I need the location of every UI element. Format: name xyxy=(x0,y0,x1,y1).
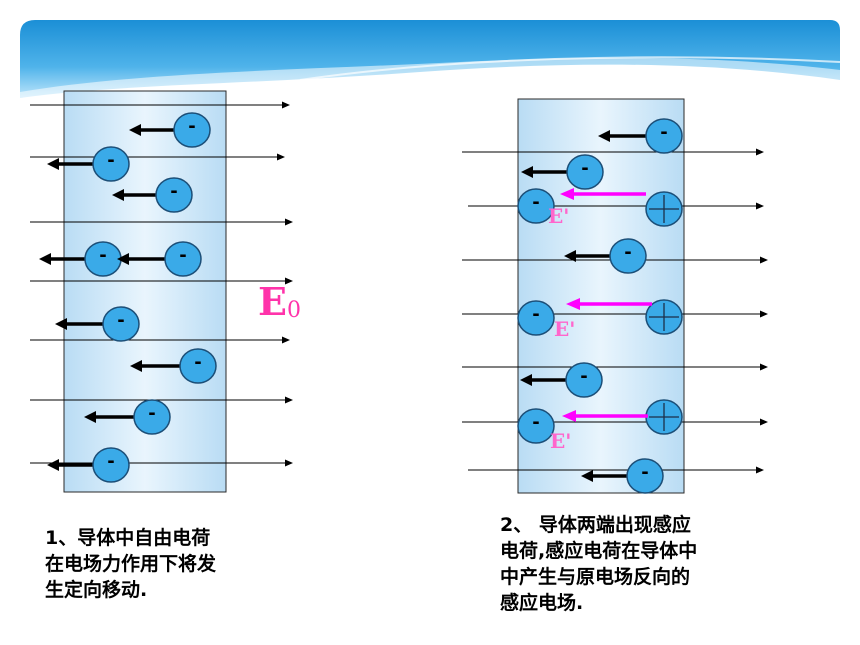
caption-panel-2: 2、 导体两端出现感应 电荷,感应电荷在导体中 中产生与原电场反向的 感应电场. xyxy=(500,514,698,614)
field-line xyxy=(462,363,768,371)
induced-field-arrow: E' xyxy=(548,188,646,228)
charge-sign: - xyxy=(624,242,631,263)
positive-charge xyxy=(645,191,683,227)
electron: - xyxy=(47,146,130,182)
induced-field-label: E' xyxy=(548,204,569,228)
induced-field-arrow: E' xyxy=(554,298,652,341)
electron: - xyxy=(517,300,555,336)
charge-sign: - xyxy=(179,245,186,266)
induced-field-label: E' xyxy=(554,317,575,341)
charge-sign: - xyxy=(107,451,114,472)
charge-sign: - xyxy=(532,304,539,325)
field-line xyxy=(462,310,768,318)
electron: - xyxy=(598,118,683,154)
electron: - xyxy=(130,348,217,384)
caption-panel-1: 1、导体中自由电荷 在电场力作用下将发 生定向移动. xyxy=(45,527,217,601)
field-line xyxy=(468,466,764,474)
charge-sign: - xyxy=(107,150,114,171)
electron: - xyxy=(517,408,555,444)
field-line xyxy=(30,153,285,161)
electron: - xyxy=(47,447,130,483)
charge-sign: - xyxy=(641,462,648,483)
electron: - xyxy=(84,399,171,435)
header-banner xyxy=(20,20,841,98)
field-line xyxy=(462,418,768,426)
field-line xyxy=(30,101,290,109)
induced-field-label: E' xyxy=(550,429,571,453)
field-line xyxy=(30,218,293,226)
charge-sign: - xyxy=(532,192,539,213)
field-line xyxy=(30,336,290,344)
charge-sign: - xyxy=(581,158,588,179)
electron: - xyxy=(517,188,555,224)
induced-field-arrow: E' xyxy=(550,410,648,453)
charge-sign: - xyxy=(170,181,177,202)
charge-sign: - xyxy=(117,310,124,331)
electron: - xyxy=(129,112,211,148)
charge-sign: - xyxy=(660,122,667,143)
charge-sign: - xyxy=(532,412,539,433)
field-line xyxy=(30,277,293,285)
field-line xyxy=(468,202,764,210)
field-label-e0: E0 xyxy=(258,279,301,324)
charge-sign: - xyxy=(194,352,201,373)
charge-sign: - xyxy=(99,245,106,266)
electron: - xyxy=(39,241,122,277)
electron: - xyxy=(564,238,647,274)
field-line xyxy=(462,148,764,156)
electron: - xyxy=(520,362,603,398)
electron: - xyxy=(55,306,140,342)
electron: - xyxy=(581,458,664,494)
charge-sign: - xyxy=(188,116,195,137)
charge-sign: - xyxy=(580,366,587,387)
positive-charge xyxy=(645,399,683,435)
field-line xyxy=(30,396,293,404)
positive-charge xyxy=(645,299,683,335)
charge-sign: - xyxy=(148,403,155,424)
electron: - xyxy=(521,154,604,190)
electron: - xyxy=(112,177,193,213)
field-line xyxy=(30,459,293,467)
electron: - xyxy=(117,241,202,277)
